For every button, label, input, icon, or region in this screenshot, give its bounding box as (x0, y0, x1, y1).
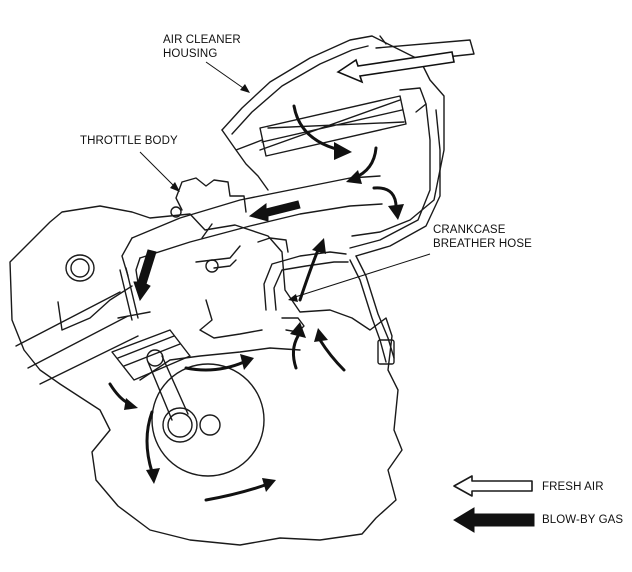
spark-plug-hole (65, 254, 95, 282)
leader-throttle-body-head (170, 182, 180, 192)
flow-curve-crank-top (184, 360, 246, 372)
arrowhead-breather (388, 204, 404, 220)
intake-tract-lower (139, 203, 383, 259)
flow-curve-crank-left (145, 410, 154, 474)
legend-fresh-air-label: FRESH AIR (542, 480, 604, 494)
crankcase-inner-edge (139, 347, 301, 381)
air-cleaner-lower-wall (221, 129, 269, 191)
legend-blow-by-text: BLOW-BY GAS (542, 514, 624, 526)
wrist-pin (146, 349, 164, 367)
arrowhead-right (346, 170, 362, 184)
head-detail (199, 299, 263, 339)
label-throttle-body: THROTTLE BODY (80, 134, 178, 148)
legend-blow-by-label: BLOW-BY GAS (542, 513, 623, 527)
crank-pin-inner (167, 412, 193, 438)
leader-throttle-body (139, 151, 177, 189)
arrowhead-crank-mid (124, 398, 138, 410)
label-throttle-body-text: THROTTLE BODY (80, 135, 178, 147)
breather-pipe-right (349, 103, 431, 249)
legend-fresh-air-arrow (453, 475, 533, 497)
drain-plug (377, 339, 395, 365)
cylinder-wall (15, 291, 139, 385)
arrowhead-filter (334, 142, 352, 160)
cylinder-head (57, 285, 133, 331)
crankshaft-center (199, 414, 221, 436)
arrowhead-crank-left (146, 468, 160, 484)
leader-breather-hose (291, 253, 431, 299)
flow-curve-lower-a (291, 334, 300, 370)
arrowhead-hose (312, 238, 326, 254)
leader-air-cleaner-head (240, 84, 250, 93)
throttle-linkage (195, 237, 289, 269)
label-air-cleaner-line2: HOUSING (163, 48, 218, 60)
legend-fresh-air-text: FRESH AIR (542, 481, 604, 493)
arrowhead-crank-bottom (262, 478, 276, 492)
crankshaft-web (151, 363, 265, 477)
arrowhead-lower-b (314, 328, 328, 342)
flow-curve-filter (292, 104, 342, 152)
label-air-cleaner-housing: AIR CLEANER HOUSING (163, 33, 241, 61)
piston (111, 329, 191, 381)
engine-outline (9, 205, 403, 546)
arrowhead-crank-top (240, 354, 254, 370)
label-air-cleaner-line1: AIR CLEANER (163, 34, 241, 46)
throttle-valve (201, 223, 213, 239)
spark-plug-hole-inner (70, 258, 90, 278)
flow-curve-crank-bottom (204, 482, 270, 502)
leader-breather-hose-head (288, 294, 298, 302)
label-breather-line1: CRANKCASE (433, 224, 506, 236)
label-crankcase-breather-hose: CRANKCASE BREATHER HOSE (433, 223, 532, 251)
flow-arrow-tract (248, 200, 301, 222)
legend-blow-by-arrow (453, 507, 535, 533)
leader-air-cleaner (205, 61, 247, 91)
flow-arrow-head (133, 249, 157, 302)
flow-arrow-inlet (336, 51, 455, 84)
air-filter-element (259, 95, 407, 157)
throttle-sensor (170, 206, 182, 218)
breather-pipe-right-inner (355, 109, 441, 257)
label-breather-line2: BREATHER HOSE (433, 238, 532, 250)
air-cleaner-housing-inner (231, 45, 369, 135)
arrowhead-lower-a (290, 322, 306, 338)
flow-curve-lower-b (318, 338, 346, 372)
crank-pin (162, 407, 198, 443)
drain-tube (349, 255, 395, 363)
linkage-pivot (205, 259, 219, 273)
filter-cap (399, 87, 427, 113)
throttle-body (175, 177, 247, 213)
crankcase-breather-hose (263, 251, 349, 311)
